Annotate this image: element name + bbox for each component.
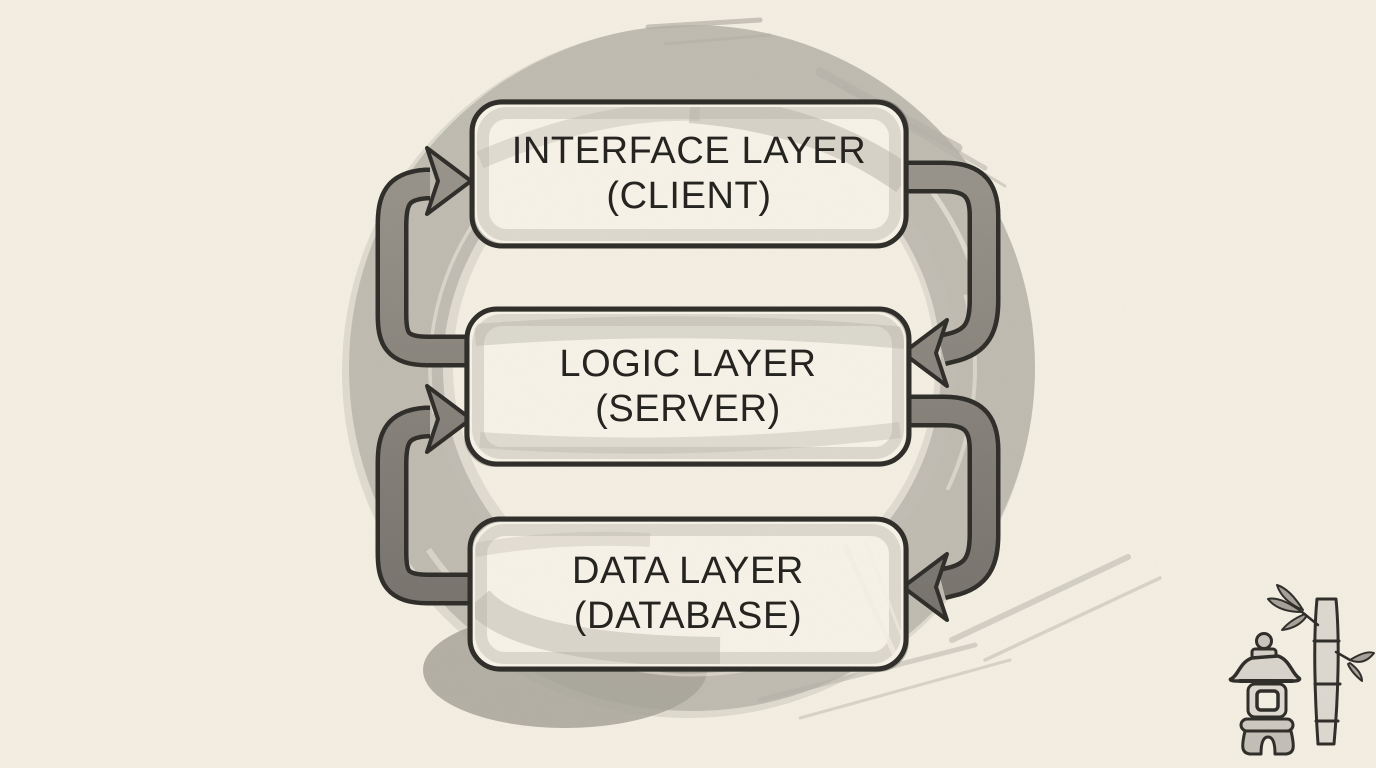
diagram-artwork: [0, 0, 1376, 768]
slide-canvas: INTERFACE LAYER (CLIENT) LOGIC LAYER (SE…: [0, 0, 1376, 768]
paper-grain-texture: [0, 0, 1376, 768]
